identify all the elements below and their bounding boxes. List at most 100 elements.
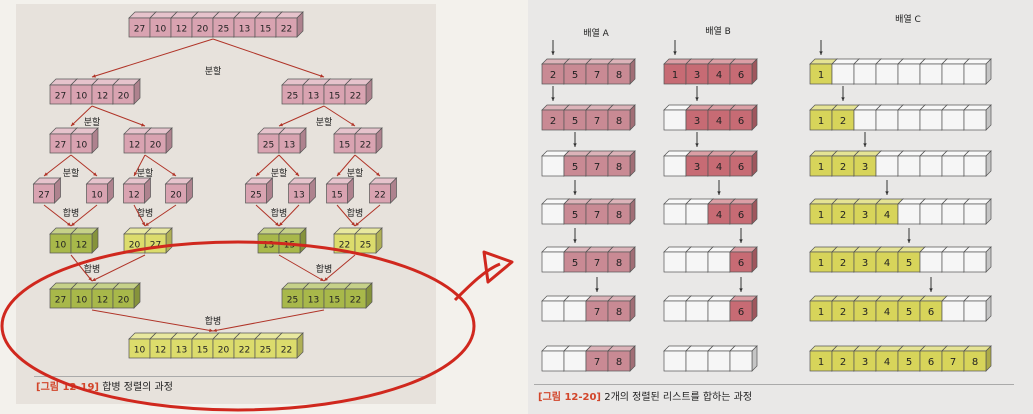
cube-value: 5 [906,258,912,269]
arrow [717,180,721,195]
array-cube: 20 [112,282,141,309]
arrow [70,204,98,227]
cube-value: 22 [360,141,371,151]
arrow [336,154,356,177]
cube-value: 8 [616,258,622,269]
arrow [885,180,889,195]
cube-value: 3 [694,116,700,127]
merge-label: 합병 [271,208,288,219]
arrow [841,86,845,101]
cube-value: 27 [134,25,145,35]
cube-value: 1 [818,258,824,269]
array-cube: 13 [278,127,307,154]
cube-value: 25 [287,296,298,306]
cube-value: 3 [862,210,868,221]
cube-value: 25 [263,141,274,151]
array-b-cube: 6 [729,58,758,85]
array-cube: 10 [85,177,115,204]
right-caption-text: 2개의 정렬된 리스트를 합하는 과정 [604,392,753,403]
cube-value: 1 [818,116,824,127]
cube-value: 10 [134,346,146,356]
cube-value: 25 [250,191,261,201]
array-a-cube: 8 [607,198,636,225]
cube-value: 22 [281,25,292,35]
cube-value: 20 [197,25,209,35]
cube-value: 15 [197,346,208,356]
cube-value: 8 [972,357,978,368]
header-array-c: 배열 C [895,14,921,25]
cube-value: 1 [818,357,824,368]
arrow [133,204,146,227]
cube-value: 5 [572,210,578,221]
cube-value: 10 [76,141,88,151]
cube-value: 20 [150,141,162,151]
cube-value: 7 [594,258,600,269]
cube-value: 5 [572,258,578,269]
cube-value: 2 [840,162,846,173]
cube-value: 7 [594,116,600,127]
red-arrow-head-annotation [482,250,514,284]
cube-value: 4 [716,162,722,173]
arrow [70,105,93,127]
array-cube: 22 [344,78,373,105]
arrow [70,154,98,177]
cube-value: 13 [308,92,319,102]
array-cube: 20 [112,78,141,105]
arrow [573,132,577,147]
cube-value: 22 [350,296,361,306]
left-caption-number: [그림 12-19] [36,382,100,393]
cube-value: 22 [339,241,350,251]
cube-value: 22 [239,346,250,356]
array-b-cube: 6 [729,104,758,131]
cube-value: 20 [218,346,230,356]
array-c-cube: 8 [963,345,992,372]
cube-value: 15 [331,191,342,201]
array-a-cube: 8 [607,246,636,273]
cube-value: 2 [840,357,846,368]
cube-value: 25 [287,92,298,102]
merge-label: 합병 [347,208,364,219]
cube-value: 2 [550,70,556,81]
array-cube: 20 [144,127,173,154]
cube-value: 3 [694,162,700,173]
cube-value: 2 [840,307,846,318]
left-caption: [그림 12-19] 합병 정렬의 과정 [36,378,173,393]
header-array-a: 배열 A [583,28,609,39]
array-cube: 20 [164,177,194,204]
arrow [739,228,743,243]
cube-value: 1 [818,162,824,173]
split-label: 분할 [271,168,288,179]
arrow [212,38,325,78]
arrow [907,228,911,243]
cube-value: 8 [616,210,622,221]
cube-value: 3 [694,70,700,81]
array-cube: 10 [70,127,99,154]
array-cube: 22 [275,332,304,359]
array-b-cube: 6 [729,246,758,273]
cube-value: 3 [862,258,868,269]
cube-value: 5 [906,307,912,318]
arrow [354,154,381,177]
cube-value: 3 [862,307,868,318]
merge-label: 합병 [63,208,80,219]
array-c-cube: 1 [809,198,838,225]
array-b-cube [729,345,758,372]
cube-value: 13 [284,141,295,151]
cube-value: 8 [616,70,622,81]
cube-value: 13 [239,25,250,35]
arrow [336,204,356,227]
cube-value: 6 [738,307,744,318]
merge-label: 합병 [137,208,154,219]
cube-value: 10 [76,296,88,306]
cube-value: 27 [55,141,66,151]
cube-value: 12 [129,141,140,151]
cube-value: 20 [118,296,130,306]
arrow [91,38,214,78]
arrow [91,105,146,127]
cube-value: 1 [818,307,824,318]
cube-value: 12 [176,25,187,35]
